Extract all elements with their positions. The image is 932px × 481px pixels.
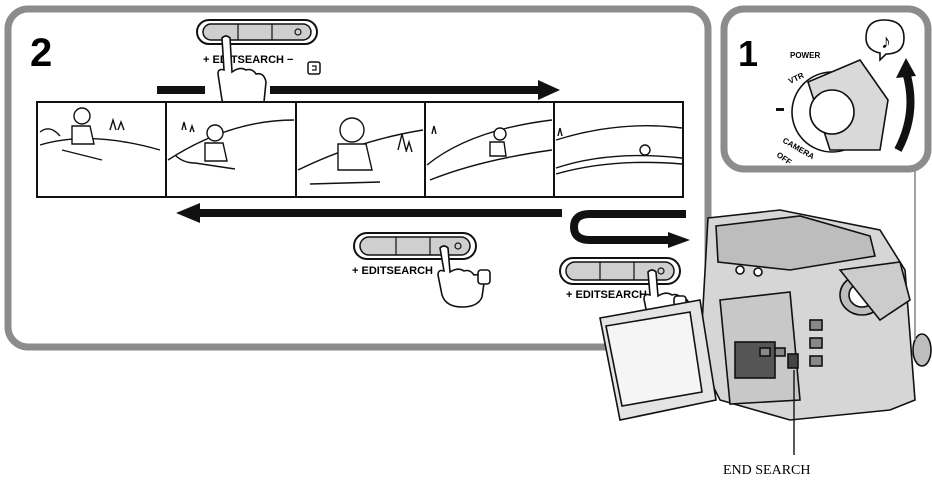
step2-number: 2	[30, 31, 52, 75]
edit-search-button-top	[197, 20, 317, 44]
edit-search-label-top: + EDITSEARCH −	[203, 54, 293, 66]
end-search-label: END SEARCH	[723, 463, 811, 478]
step2-panel: 2 + EDITSEARCH −	[8, 9, 708, 347]
step1-number: 1	[738, 33, 758, 74]
edit-search-button-right	[560, 258, 680, 284]
power-label: POWER	[790, 51, 820, 60]
music-note-icon: ♪	[881, 31, 891, 53]
edit-search-label-right: + EDITSEARCH	[566, 289, 647, 301]
edit-search-button-middle	[354, 233, 476, 259]
edit-search-label-middle: + EDITSEARCH	[352, 265, 433, 277]
rewind-icon-top	[308, 62, 320, 74]
